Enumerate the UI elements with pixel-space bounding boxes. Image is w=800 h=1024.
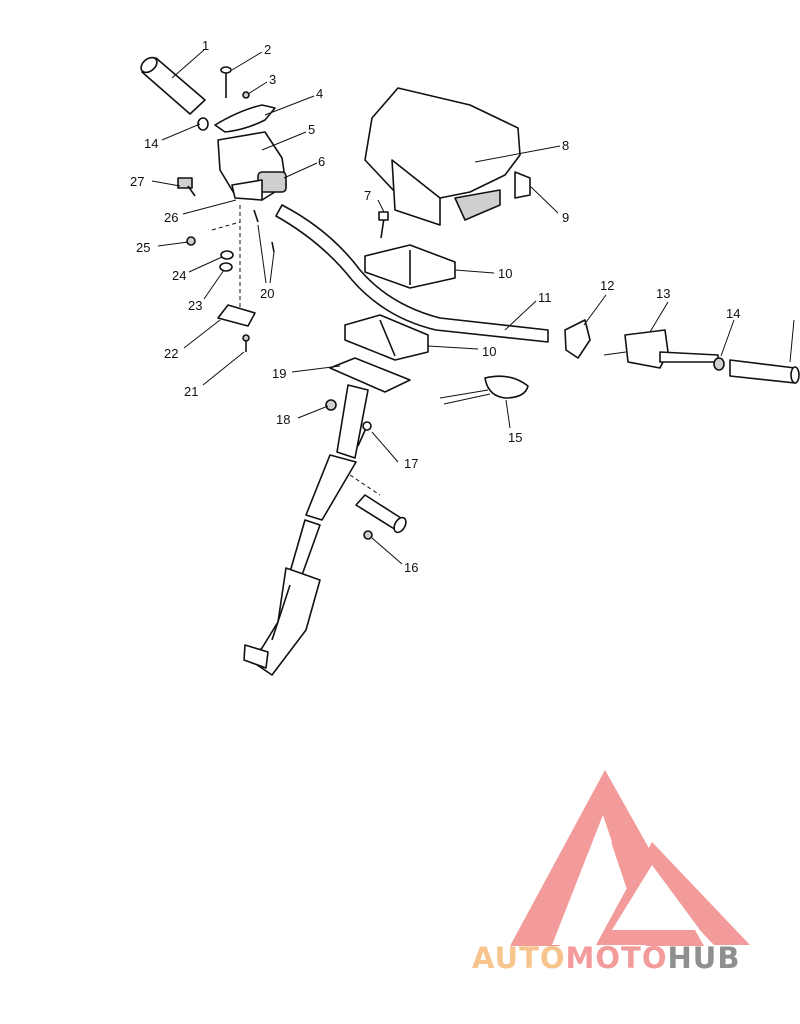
handlebar xyxy=(275,204,549,343)
callout-25: 25 xyxy=(136,240,150,255)
washer-24 xyxy=(220,250,234,260)
callout-22: 22 xyxy=(164,346,178,361)
nut-16 xyxy=(363,530,373,540)
screw-2 xyxy=(220,66,232,98)
right-control-housing xyxy=(603,329,719,369)
callout-24: 24 xyxy=(172,268,186,283)
callout-labels: 1 2 3 4 14 5 6 27 26 25 24 23 20 22 21 7… xyxy=(130,38,740,575)
callout-6: 6 xyxy=(318,154,325,169)
clamp-plate-22 xyxy=(217,304,256,327)
callout-10-upper: 10 xyxy=(498,266,512,281)
callout-5: 5 xyxy=(308,122,315,137)
callout-1: 1 xyxy=(202,38,209,53)
callout-23: 23 xyxy=(188,298,202,313)
callout-10-lower: 10 xyxy=(482,344,496,359)
screw-17 xyxy=(357,421,372,447)
lower-clamp xyxy=(344,314,429,361)
steering-post xyxy=(289,384,369,576)
callout-11: 11 xyxy=(538,290,552,305)
watermark-text: AUTOMOTOHUB xyxy=(472,940,740,976)
callout-15: 15 xyxy=(508,430,522,445)
nut-18 xyxy=(325,399,337,411)
callout-13: 13 xyxy=(656,286,670,301)
watermark-word-moto: MOTO xyxy=(565,941,668,975)
watermark-word-hub: HUB xyxy=(667,941,741,975)
bracket-12 xyxy=(564,319,591,359)
wire-coil xyxy=(439,375,529,405)
bolt-7 xyxy=(378,211,389,239)
callout-19: 19 xyxy=(272,366,286,381)
watermark-word-auto: AUTO xyxy=(472,941,566,975)
screw-21 xyxy=(242,334,250,352)
callout-7: 7 xyxy=(364,188,371,203)
callout-12: 12 xyxy=(600,278,614,293)
washer-14-left xyxy=(197,117,209,131)
screws-20 xyxy=(253,209,275,253)
left-control-housing xyxy=(217,131,287,201)
screw-3 xyxy=(242,91,250,99)
callout-4: 4 xyxy=(316,86,323,101)
nut-23 xyxy=(219,262,233,272)
callout-3: 3 xyxy=(269,72,276,87)
upper-clamp xyxy=(364,244,456,289)
instrument-pod xyxy=(364,87,531,226)
callout-8: 8 xyxy=(562,138,569,153)
callout-20: 20 xyxy=(260,286,274,301)
callout-27: 27 xyxy=(130,174,144,189)
callout-14-left: 14 xyxy=(144,136,158,151)
nut-25 xyxy=(186,236,196,246)
leader-lines xyxy=(151,49,795,565)
callout-21: 21 xyxy=(184,384,198,399)
steering-bracket xyxy=(243,567,321,676)
spacer-tube xyxy=(355,494,407,534)
callout-2: 2 xyxy=(264,42,271,57)
washer-14-right xyxy=(713,357,725,371)
right-grip xyxy=(729,359,800,384)
callout-26: 26 xyxy=(164,210,178,225)
callout-14-right: 14 xyxy=(726,306,740,321)
steering-plate xyxy=(329,357,411,393)
callout-17: 17 xyxy=(404,456,418,471)
watermark-logo xyxy=(510,770,750,946)
throttle-lever xyxy=(214,104,276,133)
callout-16: 16 xyxy=(404,560,418,575)
left-grip xyxy=(140,56,206,115)
callout-18: 18 xyxy=(276,412,290,427)
callout-9: 9 xyxy=(562,210,569,225)
bolt-27 xyxy=(177,177,196,197)
